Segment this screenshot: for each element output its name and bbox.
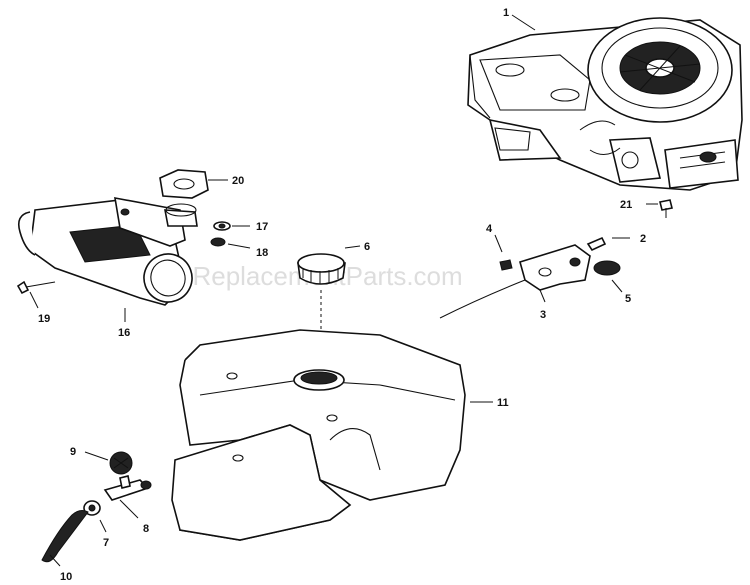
callout-9: 9 — [70, 446, 76, 458]
shutoff-knob-part[interactable] — [109, 451, 133, 475]
callout-21: 21 — [620, 199, 632, 211]
callout-labels: 1 2 3 4 5 6 7 8 9 10 11 16 17 18 19 20 2… — [38, 7, 646, 583]
lock-nut-part[interactable] — [210, 237, 226, 247]
callout-1: 1 — [503, 7, 509, 19]
engine-bolt-part[interactable] — [659, 199, 673, 218]
callout-17: 17 — [256, 221, 268, 233]
engine-part[interactable] — [467, 17, 743, 191]
knob-part[interactable] — [593, 260, 621, 276]
shutoff-valve-part[interactable] — [103, 475, 152, 501]
callout-7: 7 — [103, 537, 109, 549]
gasket-part[interactable] — [159, 169, 209, 199]
callout-2: 2 — [640, 233, 646, 245]
fuel-cap-part[interactable] — [297, 253, 346, 362]
callout-16: 16 — [118, 327, 130, 339]
washer-part[interactable] — [213, 221, 231, 231]
nut-part[interactable] — [499, 259, 513, 271]
callout-6: 6 — [364, 241, 370, 253]
callout-18: 18 — [256, 247, 268, 259]
callout-19: 19 — [38, 313, 50, 325]
callout-3: 3 — [540, 309, 546, 321]
callout-8: 8 — [143, 523, 149, 535]
throttle-control-part[interactable] — [439, 244, 591, 319]
callout-11: 11 — [497, 397, 509, 409]
callout-5: 5 — [625, 293, 631, 305]
screw-part[interactable] — [586, 236, 607, 252]
leader-lines — [29, 14, 658, 567]
callout-10: 10 — [60, 571, 72, 583]
fuel-tank-part[interactable] — [171, 329, 466, 541]
bolt-part[interactable] — [16, 280, 56, 295]
callout-4: 4 — [486, 223, 493, 235]
callout-20: 20 — [232, 175, 244, 187]
muffler-part[interactable] — [17, 197, 199, 309]
fuel-hose-part[interactable] — [41, 510, 89, 563]
